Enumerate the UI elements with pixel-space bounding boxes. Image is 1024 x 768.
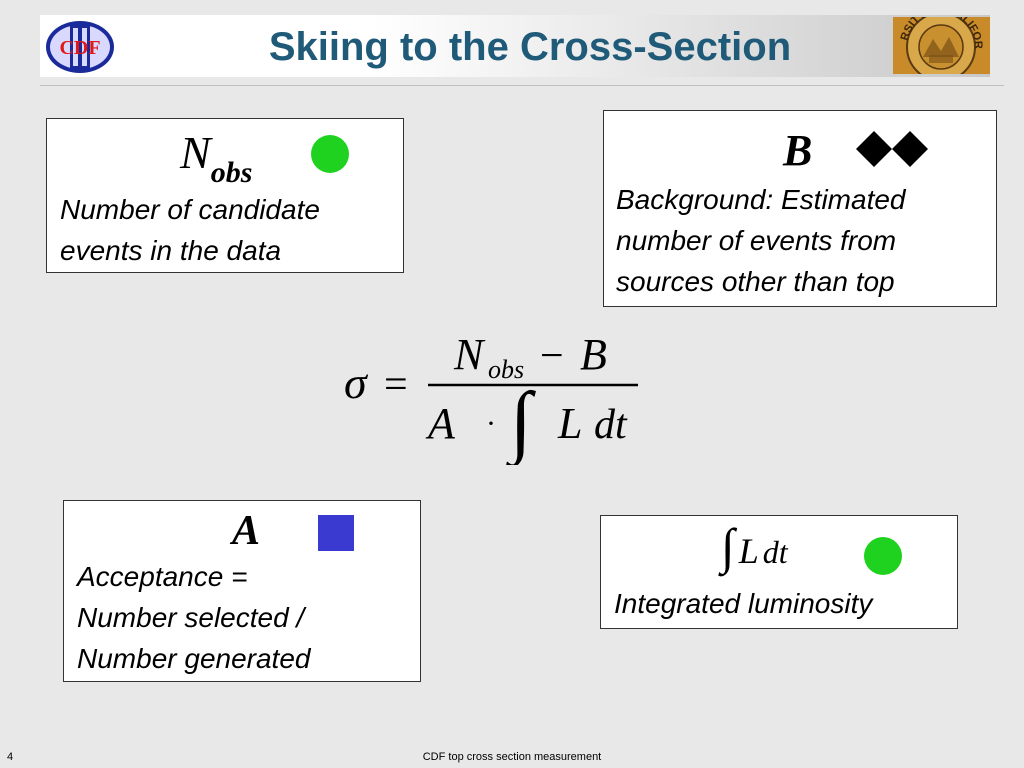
- background-box: B Background: Estimated number of events…: [603, 110, 997, 307]
- luminosity-box: ∫ L dt Integrated luminosity: [600, 515, 958, 629]
- formula-num-b: B: [580, 330, 607, 379]
- formula-sigma: σ: [344, 357, 369, 408]
- nobs-symbol-letter: N: [180, 127, 211, 178]
- formula-num-obs: obs: [488, 355, 524, 384]
- nobs-desc-line2: events in the data: [60, 235, 282, 266]
- acceptance-symbol: A: [232, 508, 261, 554]
- title-bar: [40, 15, 990, 77]
- background-desc-line1: Background: Estimated: [616, 184, 906, 215]
- university-seal-logo: RSITY OF CALIFOR: [893, 4, 990, 82]
- cdf-logo-text: CDF: [59, 37, 100, 59]
- formula-num-n: N: [453, 330, 486, 379]
- title-divider: [40, 85, 1004, 86]
- luminosity-dt: dt: [762, 534, 788, 570]
- green-circle-icon: [864, 537, 902, 575]
- nobs-box: Nobs Number of candidate events in the d…: [46, 118, 404, 273]
- nobs-subscript: obs: [210, 156, 253, 189]
- formula-equals: =: [384, 362, 408, 408]
- background-desc-line2: number of events from: [616, 225, 897, 256]
- formula-den-a: A: [425, 399, 456, 448]
- luminosity-integral: ∫: [721, 518, 735, 574]
- acceptance-desc-line3: Number generated: [77, 643, 311, 674]
- formula-den-dot: ·: [486, 407, 496, 440]
- acceptance-box: A Acceptance = Number selected / Number …: [63, 500, 421, 682]
- luminosity-symbol: ∫ L dt: [721, 518, 788, 587]
- nobs-symbol: Nobs: [180, 127, 252, 189]
- luminosity-desc-line1: Integrated luminosity: [614, 588, 873, 619]
- formula-num-minus: −: [540, 333, 564, 379]
- luminosity-l: L: [738, 531, 759, 571]
- slide-title: Skiing to the Cross-Section: [268, 25, 792, 69]
- black-diamonds-icon: [854, 127, 934, 176]
- formula-den-dt: dt: [594, 402, 628, 448]
- blue-square-icon: [318, 515, 354, 551]
- cdf-logo: CDF: [42, 17, 118, 77]
- formula-den-l: L: [557, 399, 582, 448]
- formula-den-integral: ∫: [505, 377, 537, 465]
- background-desc-line3: sources other than top: [616, 266, 895, 297]
- background-symbol: B: [783, 126, 813, 175]
- green-circle-icon: [311, 135, 349, 173]
- cross-section-formula: σ = N obs − B A · ∫ L dt: [340, 325, 650, 469]
- acceptance-desc-line1: Acceptance =: [77, 561, 248, 592]
- nobs-desc-line1: Number of candidate: [60, 194, 320, 225]
- acceptance-desc-line2: Number selected /: [77, 602, 305, 633]
- slide-footer: CDF top cross section measurement: [422, 751, 602, 763]
- page-number: 4: [7, 751, 14, 763]
